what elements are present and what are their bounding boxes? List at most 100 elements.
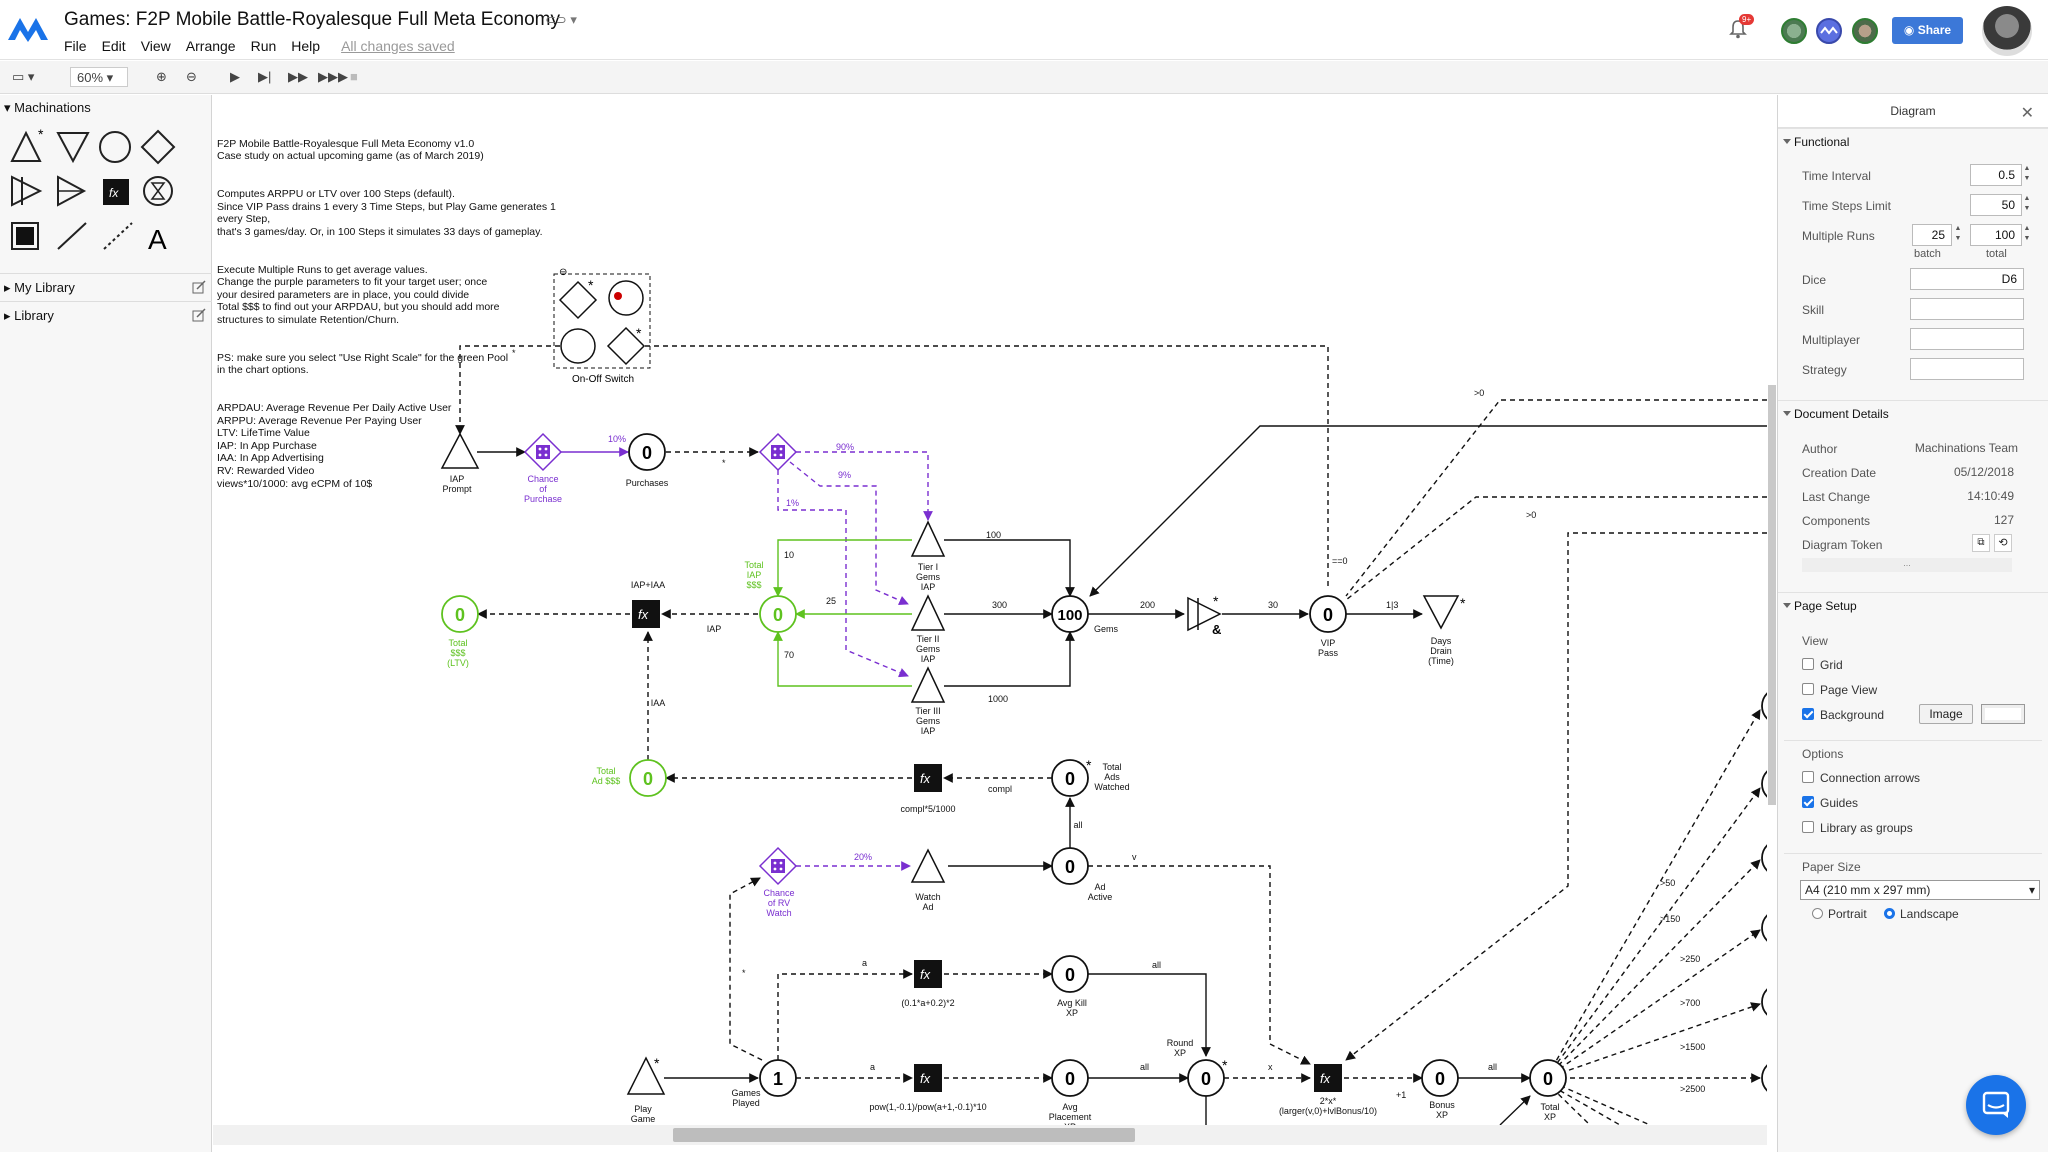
play-icon[interactable]: ▶ xyxy=(230,69,240,84)
connection-arrows-checkbox[interactable] xyxy=(1802,771,1814,783)
background-option[interactable]: Background Image xyxy=(1778,702,2048,727)
machinations-logo-icon[interactable] xyxy=(8,14,54,42)
chat-button[interactable] xyxy=(1966,1075,2026,1135)
skill-input[interactable] xyxy=(1910,298,2024,320)
avg-kill-xp-pool[interactable]: 0 xyxy=(1051,955,1089,993)
document-title[interactable]: Games: F2P Mobile Battle-Royalesque Full… xyxy=(64,9,560,30)
dice-input[interactable] xyxy=(1910,268,2024,290)
onoff-to-prompt[interactable] xyxy=(455,345,560,435)
grid-checkbox[interactable] xyxy=(1802,658,1814,670)
source-icon[interactable]: * xyxy=(10,126,44,162)
multiple-runs-icon[interactable]: ▶▶▶ xyxy=(318,69,348,84)
collaborator-avatar-1[interactable] xyxy=(1781,18,1807,44)
watch-ad-source[interactable] xyxy=(910,848,946,883)
menu-help[interactable]: Help xyxy=(291,38,321,54)
menu-run[interactable]: Run xyxy=(250,38,277,54)
tier1-to-total-iap[interactable] xyxy=(773,539,912,597)
edit-icon[interactable] xyxy=(192,308,206,322)
menu-file[interactable]: File xyxy=(64,38,87,54)
total-ltv-pool[interactable]: 0 xyxy=(441,595,479,633)
vip-pass-pool[interactable]: 0 xyxy=(1309,595,1347,633)
onoff-to-iap-prompt[interactable] xyxy=(645,345,1329,588)
xp-threshold-2[interactable] xyxy=(1551,787,1761,1071)
my-library-row[interactable]: ▸ My Library xyxy=(0,273,212,301)
zoom-select[interactable]: 60% ▾ xyxy=(70,67,128,87)
stop-icon[interactable]: ■ xyxy=(350,69,358,84)
xp-threshold-3[interactable] xyxy=(1551,859,1761,1073)
gt0-feedback-1[interactable] xyxy=(1345,399,1767,597)
days-drain[interactable]: * xyxy=(1422,595,1466,630)
share-button[interactable]: ◉ Share xyxy=(1892,17,1963,44)
bonus-xp-register[interactable]: fx xyxy=(1314,1064,1342,1092)
play-game-source[interactable]: * xyxy=(626,1055,666,1095)
level-pools-edge[interactable] xyxy=(1761,688,1767,1096)
total-iap-pool[interactable]: 0 xyxy=(759,595,797,633)
games-to-chance-rv[interactable] xyxy=(729,877,763,1061)
tier-distribution-gate[interactable] xyxy=(758,432,798,472)
tier2-gems-iap[interactable] xyxy=(910,594,946,631)
state-connection-icon[interactable] xyxy=(103,222,133,250)
tier1-gems-iap[interactable] xyxy=(910,520,946,557)
menu-edit[interactable]: Edit xyxy=(101,38,126,54)
multiplayer-input[interactable] xyxy=(1910,328,2024,350)
total-xp-feedback[interactable] xyxy=(1499,1095,1531,1125)
diagram-intro-text[interactable]: F2P Mobile Battle-Royalesque Full Meta E… xyxy=(217,125,577,515)
portrait-radio[interactable] xyxy=(1812,908,1823,919)
menu-arrange[interactable]: Arrange xyxy=(185,38,236,54)
chance-of-rv-gate[interactable] xyxy=(758,846,798,886)
document-details-header[interactable]: Document Details xyxy=(1778,400,2048,426)
panel-toggle-icon[interactable]: ▭ ▾ xyxy=(12,69,35,84)
delay-icon[interactable] xyxy=(143,176,173,206)
batch-spinner[interactable]: ▲▼ xyxy=(1954,225,1962,242)
iap-iaa-register[interactable]: fx xyxy=(632,600,660,628)
converter-icon[interactable] xyxy=(11,175,43,207)
save-status[interactable]: All changes saved xyxy=(341,38,455,54)
round-xp-pool[interactable]: 0* xyxy=(1187,1057,1228,1097)
iap-prompt-source[interactable] xyxy=(440,432,480,469)
gems-pool[interactable]: 100 xyxy=(1051,595,1089,633)
batch-input[interactable] xyxy=(1912,224,1952,246)
fast-forward-icon[interactable]: ▶▶ xyxy=(288,69,308,84)
purchases-pool[interactable]: 0 xyxy=(628,433,666,471)
horizontal-scrollbar[interactable] xyxy=(673,1128,1135,1142)
diagram-svg[interactable]: ⊖ * * On-Off Switch xyxy=(213,95,1767,1125)
drain-icon[interactable] xyxy=(56,132,90,164)
resource-connection-icon[interactable] xyxy=(57,222,87,250)
grid-option[interactable]: Grid xyxy=(1778,652,2048,677)
functional-section-header[interactable]: Functional xyxy=(1778,128,2048,154)
strategy-input[interactable] xyxy=(1910,358,2024,380)
page-view-option[interactable]: Page View xyxy=(1778,677,2048,702)
xp-threshold-4[interactable] xyxy=(1551,929,1761,1075)
background-checkbox[interactable] xyxy=(1802,708,1814,720)
xp-threshold-7[interactable] xyxy=(1551,1081,1651,1125)
menu-view[interactable]: View xyxy=(140,38,171,54)
big-gems-feedback[interactable] xyxy=(1089,425,1767,597)
total-ads-watched-pool[interactable]: 0* xyxy=(1051,757,1092,797)
ad-active-pool[interactable]: 0 xyxy=(1051,847,1089,885)
xp-threshold-5[interactable] xyxy=(1551,1002,1761,1077)
title-options-icon[interactable]: ⊂⊃ ▾ xyxy=(545,12,577,27)
close-icon[interactable]: ✕ xyxy=(2020,105,2034,122)
diagram-canvas[interactable]: F2P Mobile Battle-Royalesque Full Meta E… xyxy=(213,95,1776,1152)
page-setup-header[interactable]: Page Setup xyxy=(1778,592,2048,618)
trader-icon[interactable] xyxy=(57,175,87,207)
collaborator-avatar-2[interactable] xyxy=(1816,18,1842,44)
total-runs-input[interactable] xyxy=(1970,224,2022,246)
image-button[interactable]: Image xyxy=(1919,704,1973,724)
paper-size-select[interactable]: A4 (210 mm x 297 mm) ▾ xyxy=(1800,880,2040,900)
vertical-scrollbar[interactable] xyxy=(1768,385,1776,805)
total-xp-pool[interactable]: 0 xyxy=(1529,1059,1567,1097)
kill-xp-register[interactable]: fx xyxy=(914,960,942,988)
time-interval-spinner[interactable]: ▲▼ xyxy=(2023,165,2031,182)
landscape-radio[interactable] xyxy=(1884,908,1895,919)
avg-kill-to-round[interactable] xyxy=(1088,973,1211,1057)
library-groups-option[interactable]: Library as groups xyxy=(1778,815,2048,840)
gate-to-tier2[interactable] xyxy=(789,461,909,605)
refresh-icon[interactable]: ⟲ xyxy=(1994,534,2012,552)
zoom-in-icon[interactable]: ⊕ xyxy=(156,69,167,84)
zoom-out-icon[interactable]: ⊖ xyxy=(186,69,197,84)
background-color-swatch[interactable] xyxy=(1981,704,2025,724)
tier3-to-gems[interactable] xyxy=(944,631,1075,687)
bonus-xp-pool[interactable]: 0 xyxy=(1421,1059,1459,1097)
tier3-gems-iap[interactable] xyxy=(910,666,946,703)
